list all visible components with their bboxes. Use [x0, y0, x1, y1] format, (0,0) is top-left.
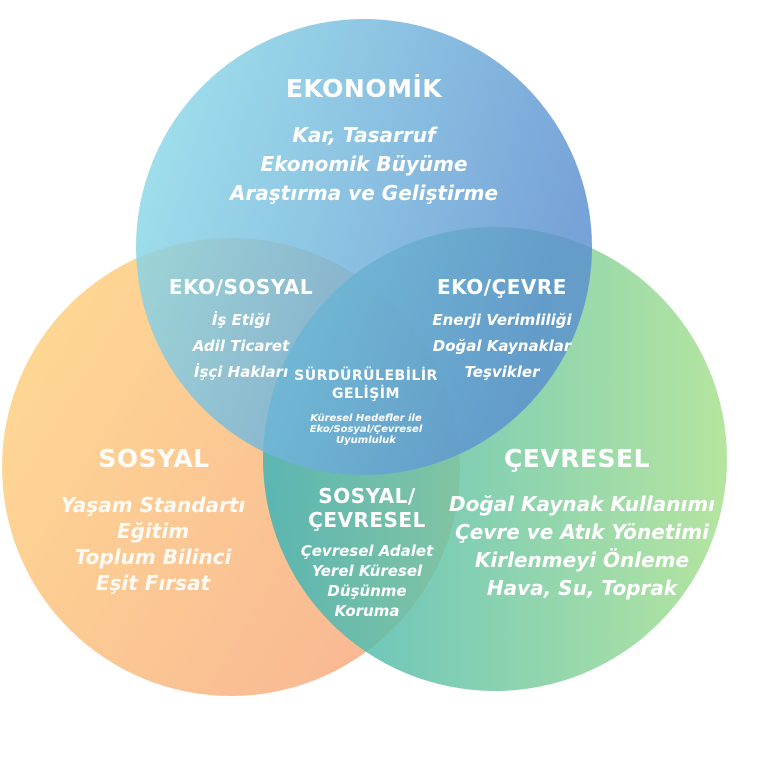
social-environment-item: Koruma: [334, 602, 400, 620]
eco-environment-item: Doğal Kaynaklar: [432, 337, 572, 355]
eco-social-item: İş Etiği: [211, 311, 271, 329]
environmental-item: Kirlenmeyi Önleme: [474, 548, 690, 572]
economic-title: EKONOMİK: [285, 74, 443, 103]
social-item: Yaşam Standartı: [60, 493, 246, 517]
social-items: Yaşam Standartı Eğitim Toplum Bilinci Eş…: [38, 492, 268, 596]
eco-environment-item: Enerji Verimliliği: [432, 311, 572, 329]
eco-environment-item: Teşvikler: [464, 363, 540, 381]
social-item: Toplum Bilinci: [74, 545, 232, 569]
environmental-item: Doğal Kaynak Kullanımı: [448, 492, 716, 516]
center-item: Küresel Hedefler ile: [310, 413, 422, 424]
economic-circle: [136, 19, 592, 475]
social-title: SOSYAL: [98, 444, 210, 473]
social-environment-title-line: SOSYAL/: [318, 484, 416, 508]
environmental-item: Hava, Su, Toprak: [486, 576, 678, 600]
economic-items: Kar, Tasarruf Ekonomik Büyüme Araştırma …: [204, 121, 524, 208]
social-item: Eğitim: [116, 519, 190, 543]
social-environment-items: Çevresel Adalet Yerel Küresel Düşünme Ko…: [292, 541, 442, 621]
environmental-items: Doğal Kaynak Kullanımı Çevre ve Atık Yön…: [437, 490, 727, 602]
eco-social-title: EKO/SOSYAL: [168, 275, 314, 299]
eco-social-items: İş Etiği Adil Ticaret İşçi Hakları: [166, 307, 316, 385]
center-items: Küresel Hedefler ile Eko/Sosyal/Çevresel…: [291, 413, 441, 446]
social-environment-item: Yerel Küresel: [311, 562, 423, 580]
center-item: Eko/Sosyal/Çevresel: [309, 424, 423, 435]
economic-item: Araştırma ve Geliştirme: [229, 181, 499, 205]
social-item: Eşit Fırsat: [95, 571, 211, 595]
eco-environment-items: Enerji Verimliliği Doğal Kaynaklar Teşvi…: [417, 307, 587, 385]
center-title: SÜRDÜRÜLEBİLİR GELİŞİM: [286, 367, 446, 403]
social-environment-item: Düşünme: [327, 582, 407, 600]
center-title-line: SÜRDÜRÜLEBİLİR: [294, 368, 438, 384]
eco-social-item: İşçi Hakları: [193, 363, 289, 381]
economic-item: Kar, Tasarruf: [292, 123, 436, 147]
eco-environment-title: EKO/ÇEVRE: [437, 275, 567, 299]
economic-item: Ekonomik Büyüme: [260, 152, 468, 176]
eco-social-item: Adil Ticaret: [192, 337, 290, 355]
social-environment-item: Çevresel Adalet: [300, 542, 434, 560]
center-title-line: GELİŞİM: [332, 386, 400, 402]
center-item: Uyumluluk: [336, 435, 396, 446]
environmental-item: Çevre ve Atık Yönetimi: [455, 520, 709, 544]
social-environment-title-line: ÇEVRESEL: [308, 508, 426, 532]
environmental-title: ÇEVRESEL: [503, 444, 651, 473]
social-environment-title: SOSYAL/ ÇEVRESEL: [292, 484, 442, 532]
